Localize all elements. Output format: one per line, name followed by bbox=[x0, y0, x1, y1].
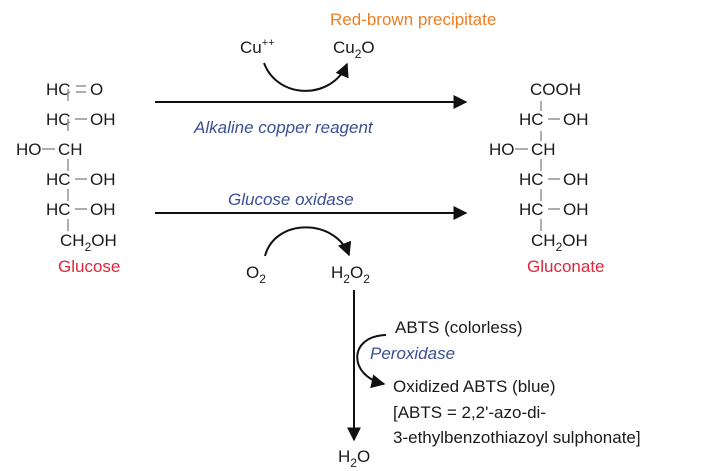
bottom-reaction: Glucose oxidase O2 H2O2 bbox=[155, 190, 468, 286]
glucose-c2-hydroxyl: OH bbox=[90, 110, 116, 129]
gluconate-c3: CH bbox=[531, 140, 556, 159]
gluconate-c2-hydroxyl: OH bbox=[563, 110, 589, 129]
glucose-c4-hydroxyl: OH bbox=[90, 170, 116, 189]
gluconate-c4-hydroxyl: OH bbox=[563, 170, 589, 189]
abts-note-line2: 3-ethylbenzothiazoyl sulphonate] bbox=[393, 428, 641, 447]
gluconate-c6: CH2OH bbox=[531, 231, 588, 254]
copper-curved-arrow bbox=[263, 62, 349, 92]
copper-oxide: Cu2O bbox=[333, 38, 375, 61]
peroxidase-reaction: ABTS (colorless) Peroxidase Oxidized ABT… bbox=[338, 290, 641, 470]
glucose-c5: HC bbox=[46, 200, 71, 219]
gluconate-structure: COOH HC OH HO CH HC OH HC OH CH2OH Gluco… bbox=[489, 80, 605, 276]
glucose-c3-hydroxyl: HO bbox=[16, 140, 42, 159]
gluconate-c5-hydroxyl: OH bbox=[563, 200, 589, 219]
top-reaction: Red-brown precipitate Cu++ Cu2O Alkaline… bbox=[155, 10, 496, 137]
peroxidase-label: Peroxidase bbox=[370, 344, 455, 363]
gluconate-c5: HC bbox=[519, 200, 544, 219]
glucose-c2: HC bbox=[46, 110, 71, 129]
abts-curved-arrow bbox=[356, 334, 387, 389]
glucose-c1-oxygen: O bbox=[90, 80, 103, 99]
water: H2O bbox=[338, 447, 370, 470]
hydrogen-peroxide: H2O2 bbox=[331, 263, 370, 286]
abts-note-line1: [ABTS = 2,2'-azo-di- bbox=[393, 403, 546, 422]
oxygen: O2 bbox=[246, 263, 266, 286]
glucose-label: Glucose bbox=[58, 257, 120, 276]
abts-reactant: ABTS (colorless) bbox=[395, 318, 523, 337]
glucose-c1: HC bbox=[46, 80, 71, 99]
glucose-c3: CH bbox=[58, 140, 83, 159]
copper-ion: Cu++ bbox=[240, 37, 275, 57]
alkaline-copper-label: Alkaline copper reagent bbox=[193, 118, 374, 137]
glucose-oxidase-label: Glucose oxidase bbox=[228, 190, 354, 209]
gluconate-c3-hydroxyl: HO bbox=[489, 140, 515, 159]
precipitate-note: Red-brown precipitate bbox=[330, 10, 496, 29]
glucose-c6: CH2OH bbox=[60, 231, 117, 254]
oxidase-curved-arrow bbox=[264, 226, 352, 257]
gluconate-label: Gluconate bbox=[527, 257, 605, 276]
glucose-c5-hydroxyl: OH bbox=[90, 200, 116, 219]
gluconate-c2: HC bbox=[519, 110, 544, 129]
glucose-structure: HC O HC OH HO CH HC OH HC OH CH2OH Gluco… bbox=[16, 80, 120, 276]
gluconate-c4: HC bbox=[519, 170, 544, 189]
gluconate-c1: COOH bbox=[530, 80, 581, 99]
abts-product: Oxidized ABTS (blue) bbox=[393, 377, 556, 396]
glucose-c4: HC bbox=[46, 170, 71, 189]
